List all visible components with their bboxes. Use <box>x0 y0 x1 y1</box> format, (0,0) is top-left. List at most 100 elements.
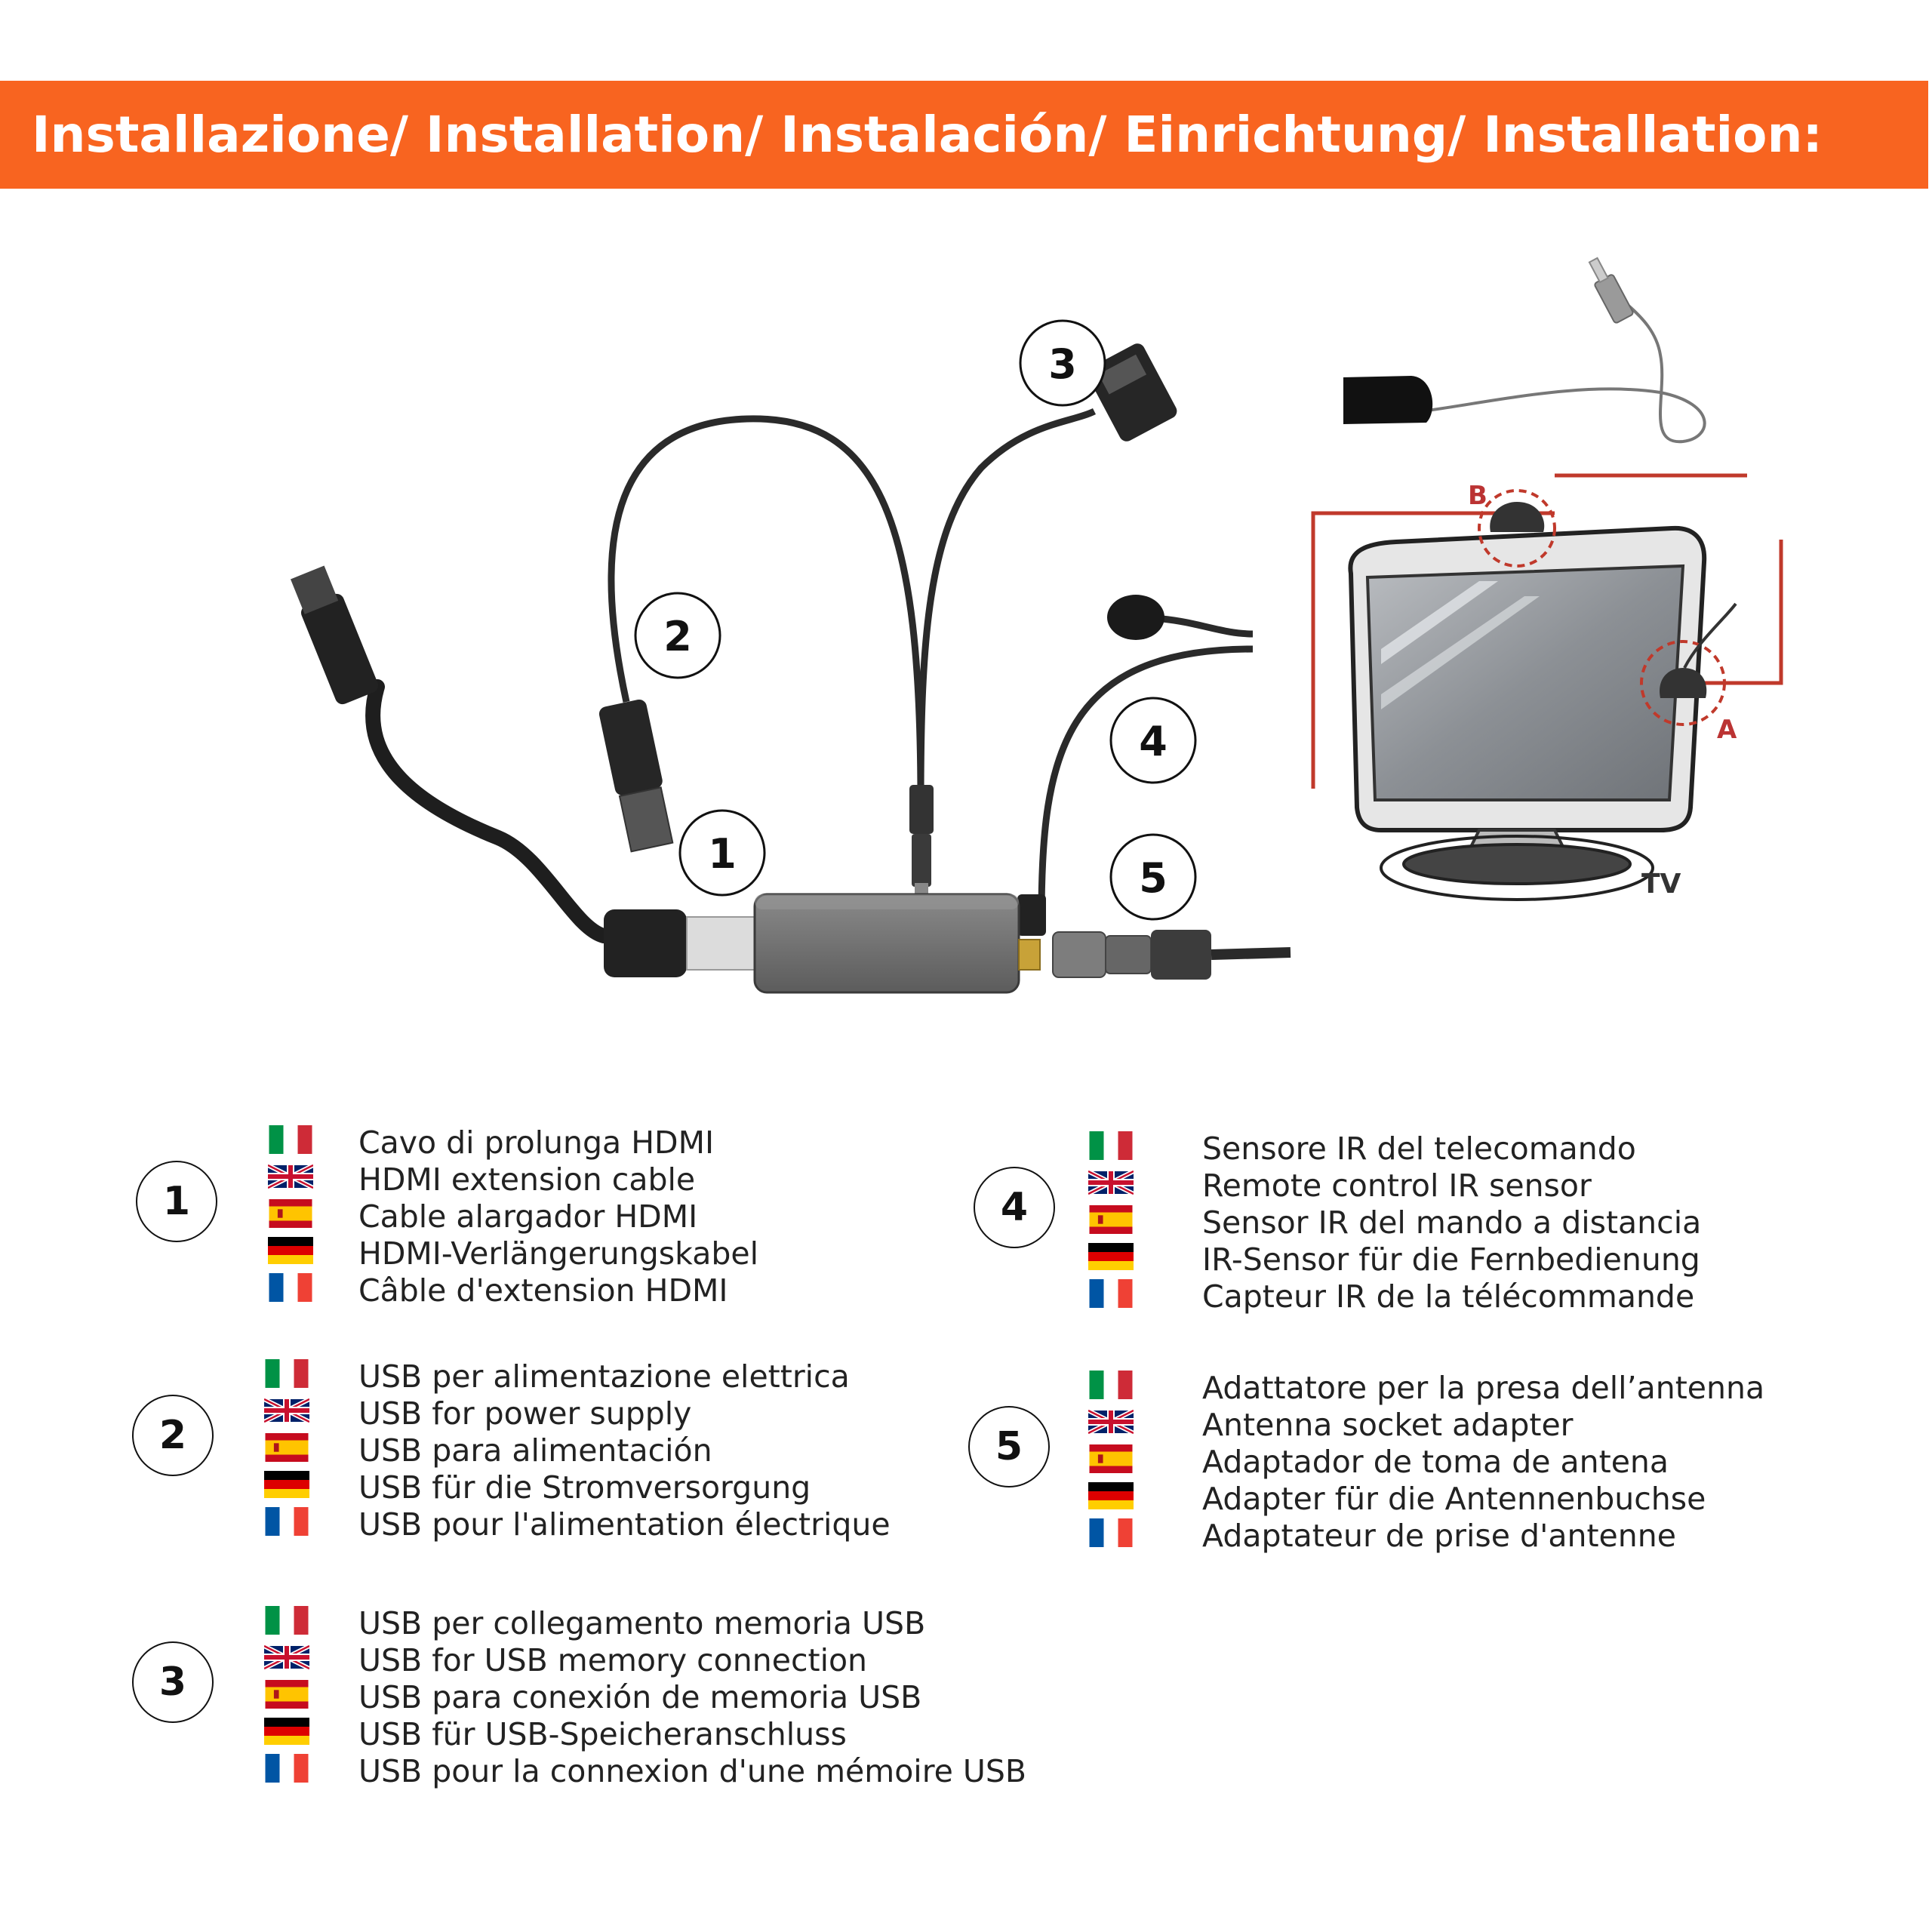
callout-4: 4 <box>1109 697 1197 784</box>
ir-sensor-position-a <box>1660 668 1707 698</box>
hdmi-connector <box>686 916 755 971</box>
svg-text:2: 2 <box>663 613 692 660</box>
hdmi-socket-end <box>604 909 687 977</box>
legend-line-en: USB for USB memory connection <box>358 1642 868 1678</box>
tv-label: TV <box>1641 869 1681 900</box>
ir-sensor-cable <box>1017 595 1254 936</box>
de-flag-icon <box>268 1237 313 1264</box>
callout-5: 5 <box>1109 833 1197 921</box>
legend-line-fr: USB pour l'alimentation électrique <box>358 1506 891 1543</box>
de-flag-icon <box>264 1471 309 1498</box>
es-flag-icon <box>1089 1444 1133 1473</box>
marker-line-left <box>1311 511 1555 789</box>
uk-flag-icon <box>264 1644 309 1671</box>
antenna-adapter <box>1018 930 1291 980</box>
legend-flags <box>264 1606 311 1791</box>
ir-sensor-receiver <box>1343 376 1433 424</box>
marker-line-right <box>1698 540 1783 685</box>
legend-line-it: Adattatore per la presa dell’antenna <box>1202 1370 1765 1406</box>
fr-flag-icon <box>269 1273 312 1302</box>
legend-flags <box>1088 1371 1135 1555</box>
device-diagram: B A TV 1 2 3 4 5 <box>291 257 1783 994</box>
header-banner: Installazione/ Installation/ Instalación… <box>0 81 1928 189</box>
callout-1: 1 <box>678 809 766 897</box>
uk-flag-icon <box>1088 1169 1134 1196</box>
legend-lines: USB per alimentazione elettrica USB for … <box>358 1358 891 1543</box>
legend-line-it: Cavo di prolunga HDMI <box>358 1124 715 1161</box>
callout-3: 3 <box>1019 319 1106 407</box>
legend-lines: Adattatore per la presa dell’antenna Ant… <box>1202 1370 1764 1555</box>
de-flag-icon <box>264 1718 309 1745</box>
legend-line-de: USB für die Stromversorgung <box>358 1469 811 1506</box>
fr-flag-icon <box>265 1754 309 1783</box>
legend-line-en: Remote control IR sensor <box>1202 1168 1592 1204</box>
legend-line-de: HDMI-Verlängerungskabel <box>358 1235 758 1272</box>
legend-badge: 1 <box>136 1161 217 1242</box>
legend-line-it: USB per alimentazione elettrica <box>358 1358 850 1395</box>
usb-y-cable <box>598 343 1177 897</box>
fr-flag-icon <box>1089 1279 1133 1308</box>
hdmi-extension-cable <box>291 565 755 977</box>
legend-badge: 4 <box>974 1167 1055 1248</box>
tv-screen <box>1365 564 1685 801</box>
page-title: Installazione/ Installation/ Instalación… <box>32 106 1823 164</box>
legend-flags <box>264 1359 311 1544</box>
hdmi-plug-tip <box>291 565 339 614</box>
legend-line-es: Adaptador de toma de antena <box>1202 1444 1669 1480</box>
ir-jack-connector <box>1588 257 1634 324</box>
it-flag-icon <box>265 1606 309 1635</box>
legend-line-fr: USB pour la connexion d'une mémoire USB <box>358 1753 1027 1789</box>
fr-flag-icon <box>1089 1518 1133 1547</box>
legend-line-en: USB for power supply <box>358 1395 692 1432</box>
it-flag-icon <box>265 1359 309 1388</box>
legend-line-es: USB para alimentación <box>358 1432 712 1469</box>
uk-flag-icon <box>1088 1408 1134 1435</box>
ir-sensor-photo <box>1343 257 1706 444</box>
micro-usb-plug <box>912 834 931 887</box>
it-flag-icon <box>1089 1131 1133 1160</box>
svg-text:4: 4 <box>1139 718 1168 765</box>
svg-text:5: 5 <box>1139 854 1168 902</box>
usb-a-power-plug <box>598 699 674 853</box>
hdmi-plug <box>300 593 379 705</box>
es-flag-icon <box>269 1199 312 1228</box>
svg-text:1: 1 <box>708 830 737 878</box>
it-flag-icon <box>1089 1371 1133 1399</box>
legend-line-fr: Capteur IR de la télécommande <box>1202 1278 1695 1315</box>
ir-sensor-head <box>1107 595 1164 640</box>
legend-line-es: Sensor IR del mando a distancia <box>1202 1204 1702 1241</box>
de-flag-icon <box>1088 1243 1134 1270</box>
legend-line-en: HDMI extension cable <box>358 1161 696 1198</box>
legend-flags <box>268 1125 315 1310</box>
legend-badge: 5 <box>968 1406 1050 1487</box>
legend-line-de: Adapter für die Antennenbuchse <box>1202 1481 1706 1517</box>
legend-line-de: USB für USB-Speicheranschluss <box>358 1716 847 1752</box>
legend-lines: USB per collegamento memoria USB USB for… <box>358 1605 1026 1790</box>
legend-lines: Cavo di prolunga HDMI HDMI extension cab… <box>358 1124 758 1309</box>
y-splitter <box>909 785 934 834</box>
legend-line-it: Sensore IR del telecomando <box>1202 1131 1636 1167</box>
ir-sensor-position-b <box>1490 502 1545 532</box>
legend-line-it: USB per collegamento memoria USB <box>358 1605 926 1641</box>
uk-flag-icon <box>264 1397 309 1424</box>
es-flag-icon <box>1089 1205 1133 1234</box>
legend-line-es: Cable alargador HDMI <box>358 1198 698 1235</box>
usb-a-female-socket <box>1087 343 1177 441</box>
legend-line-fr: Câble d'extension HDMI <box>358 1272 728 1309</box>
marker-b-label: B <box>1468 481 1487 511</box>
ir-jack-plug <box>1017 894 1046 936</box>
svg-text:3: 3 <box>1048 340 1077 388</box>
fr-flag-icon <box>265 1507 309 1536</box>
legend-line-fr: Adaptateur de prise d'antenne <box>1202 1518 1676 1554</box>
callout-2: 2 <box>634 592 721 679</box>
legend-flags <box>1088 1131 1135 1316</box>
legend-badge: 2 <box>132 1395 214 1476</box>
tv-stick-dongle <box>753 893 1020 994</box>
es-flag-icon <box>265 1680 309 1709</box>
tv-illustration: B A TV <box>1311 473 1783 901</box>
marker-a-label: A <box>1717 715 1737 745</box>
uk-flag-icon <box>268 1163 313 1190</box>
legend-lines: Sensore IR del telecomando Remote contro… <box>1202 1131 1701 1315</box>
legend-line-en: Antenna socket adapter <box>1202 1407 1574 1443</box>
legend-line-es: USB para conexión de memoria USB <box>358 1679 922 1715</box>
